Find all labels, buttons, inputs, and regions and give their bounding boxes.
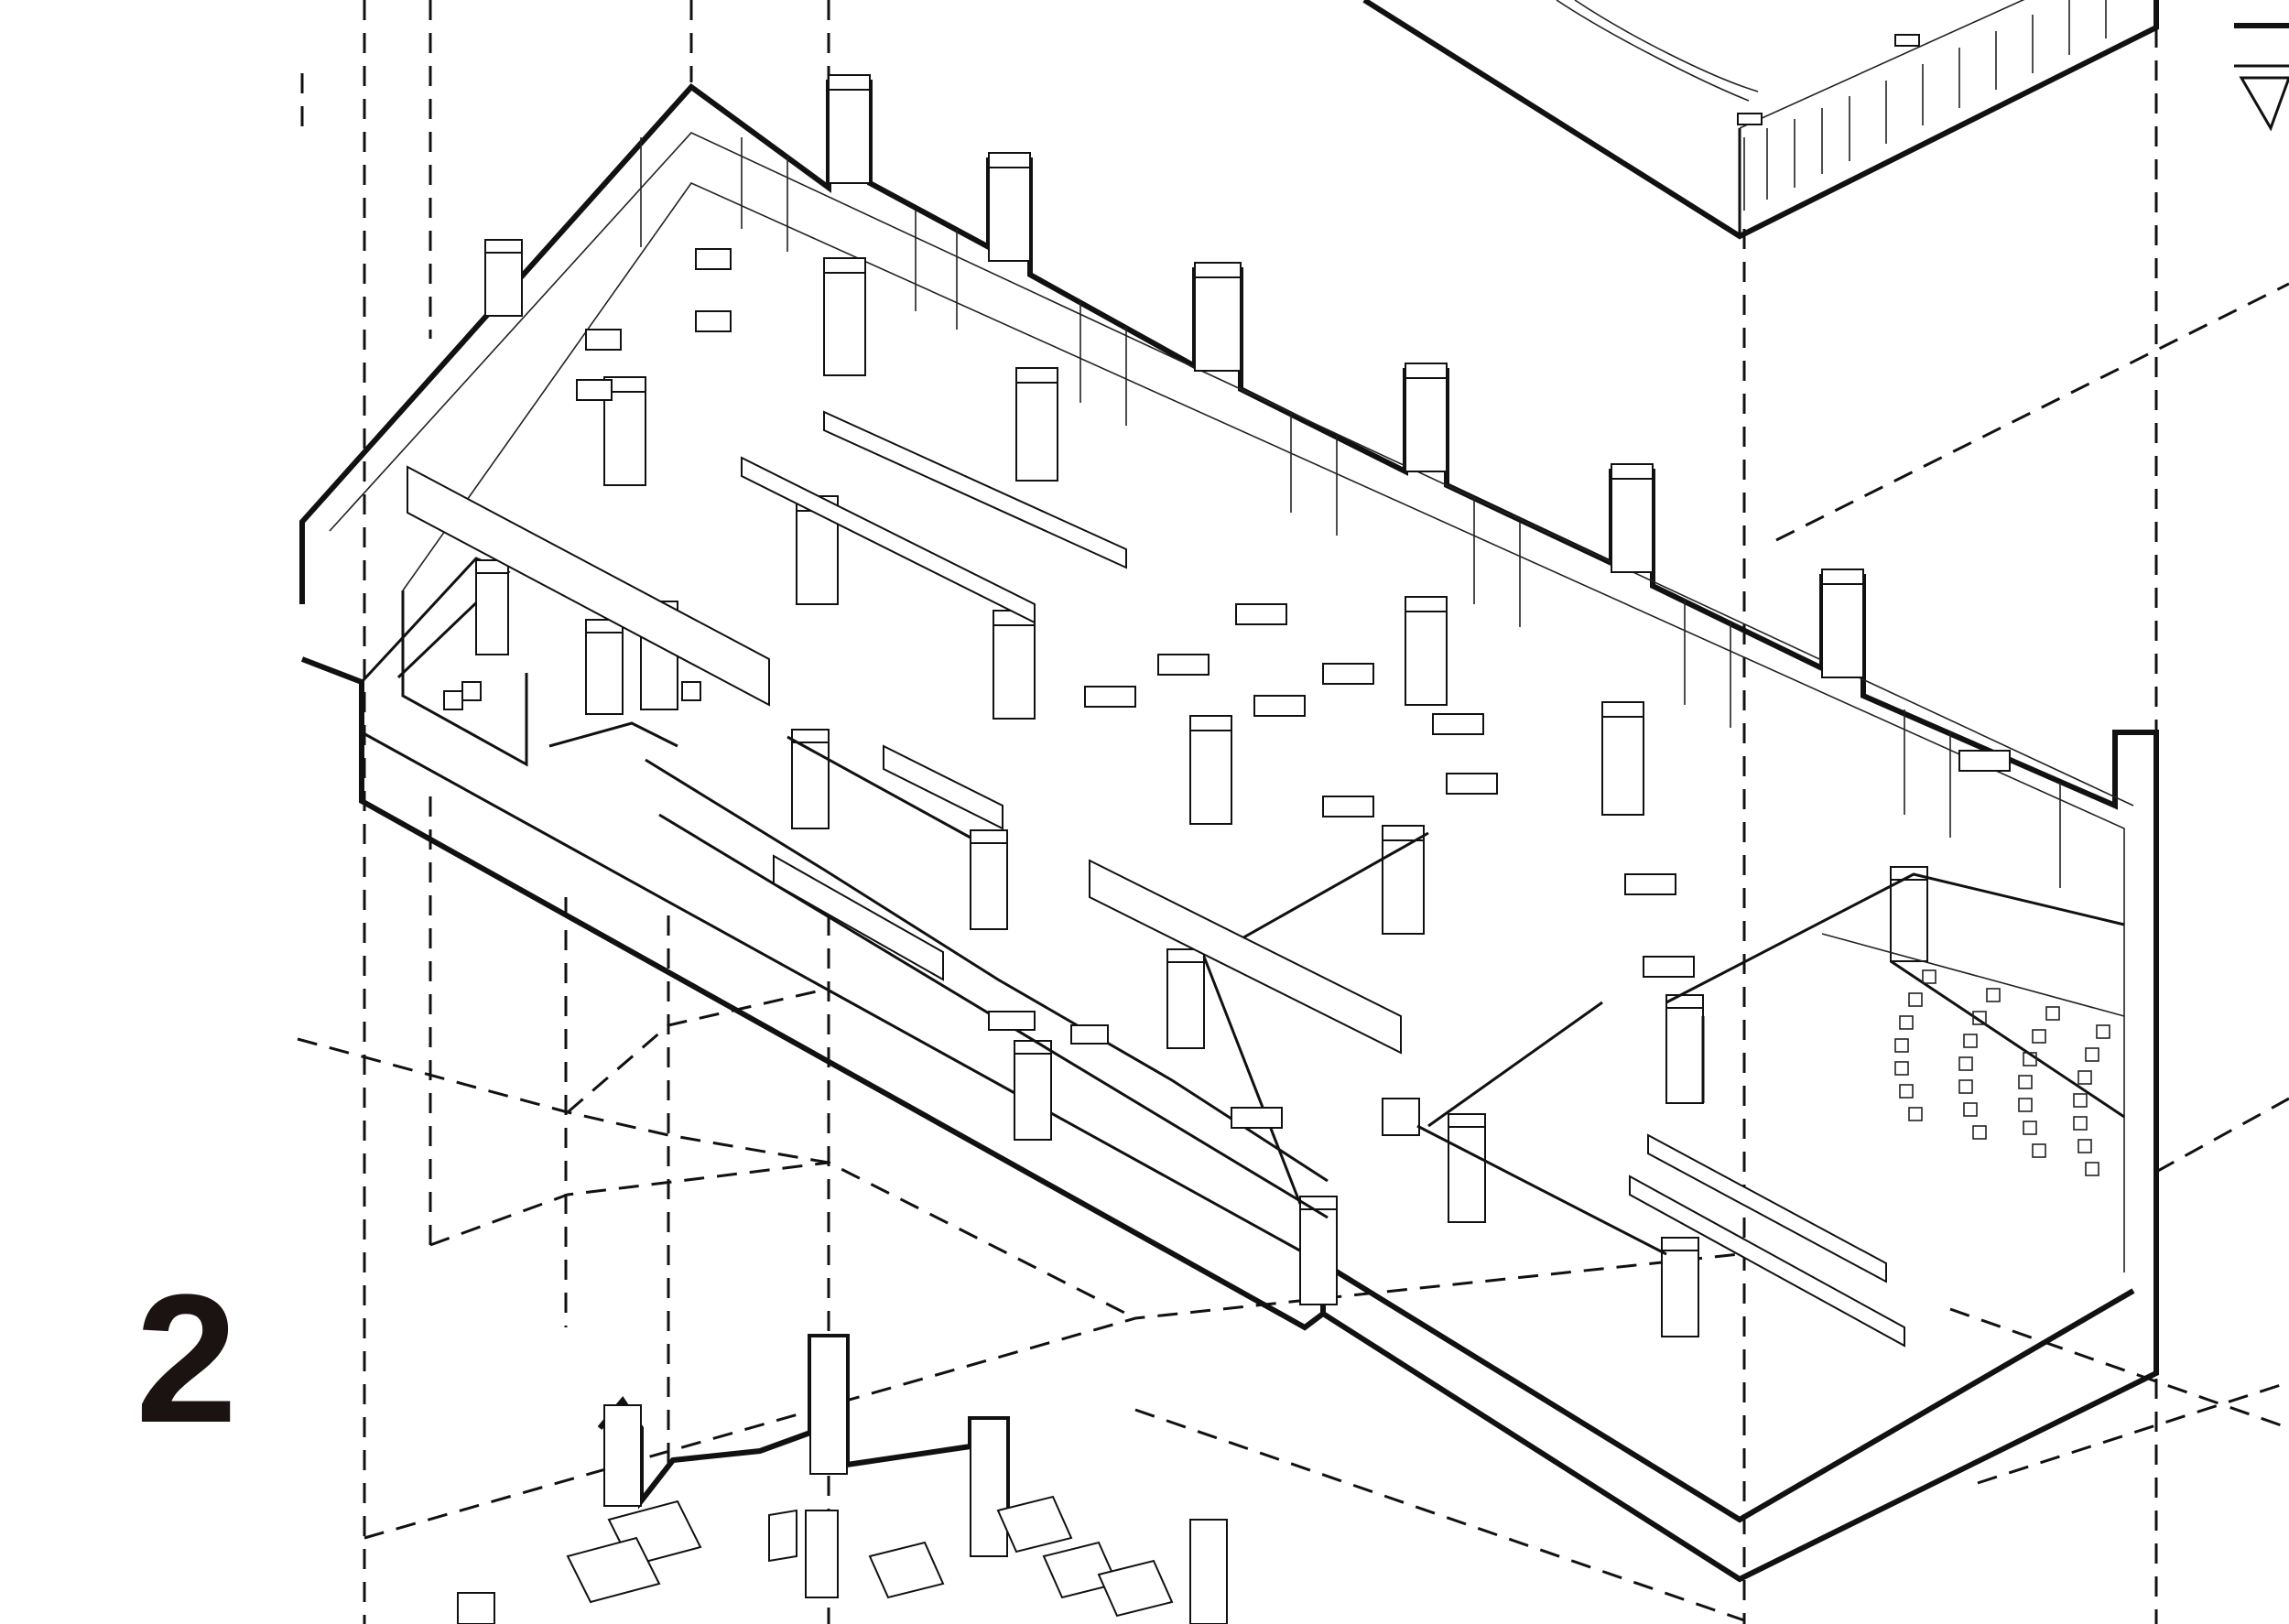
column	[1611, 463, 1654, 573]
column	[1661, 1237, 1699, 1337]
column	[484, 239, 523, 317]
column	[828, 74, 871, 184]
columns	[475, 74, 1928, 1337]
column	[1601, 701, 1644, 816]
column	[1821, 568, 1864, 678]
seat-row	[2073, 1024, 2110, 1176]
north-arrow-icon	[2234, 23, 2289, 132]
column	[1189, 715, 1232, 825]
upper-level-fragment	[1362, 0, 2159, 240]
column	[1166, 948, 1205, 1049]
column	[988, 152, 1031, 262]
auditorium-seating	[1821, 933, 2125, 1176]
column	[1382, 1098, 1420, 1136]
seat-row	[1894, 969, 1936, 1121]
column	[1405, 363, 1448, 472]
column	[791, 729, 830, 829]
projection-guides	[297, 0, 2289, 1624]
column	[1382, 825, 1425, 935]
column	[1194, 262, 1242, 372]
column	[993, 610, 1036, 720]
column	[1014, 1040, 1052, 1141]
column	[1015, 367, 1058, 482]
column	[475, 559, 509, 655]
seat-row	[2018, 1006, 2060, 1158]
level-number: 2	[136, 1257, 238, 1461]
column	[585, 619, 624, 715]
column	[823, 257, 866, 376]
column	[1448, 1113, 1486, 1223]
furniture	[407, 248, 2011, 1348]
column	[603, 376, 646, 486]
lower-level-fragment	[457, 1334, 1228, 1624]
column	[1665, 994, 1704, 1104]
seat-row	[1958, 988, 2001, 1140]
column	[970, 829, 1008, 930]
column	[1405, 596, 1448, 706]
column	[1890, 866, 1928, 962]
